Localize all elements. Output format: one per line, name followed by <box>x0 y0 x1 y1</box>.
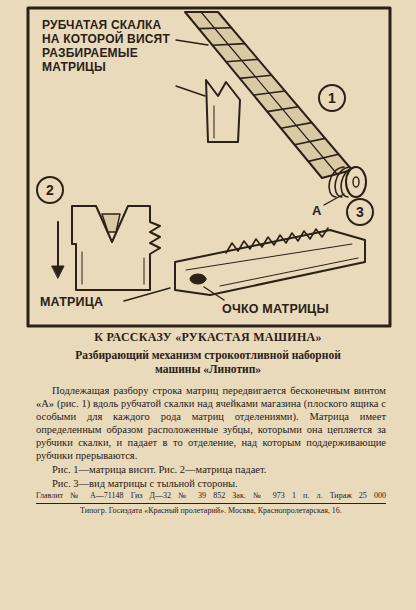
figure-number: 2 <box>36 176 64 204</box>
part-label: А <box>312 204 332 218</box>
figure-number: 1 <box>318 84 346 112</box>
figure-number: 3 <box>346 198 374 226</box>
leader-line <box>176 86 205 96</box>
frame <box>28 8 390 326</box>
ribbed-rail <box>185 12 352 178</box>
figure-caption: Рис. 1—матрица висит. Рис. 2—матрица пад… <box>36 463 386 476</box>
figure-caption: Рис. 3—вид матрицы с тыльной стороны. <box>36 477 386 490</box>
imprint: Главлит № А—71148 Гиз Д—32 № 39 852 Зак.… <box>36 491 386 504</box>
falling-matrix <box>72 206 160 290</box>
leader-line <box>124 288 170 301</box>
body-text: Подлежащая разбору строка матриц передви… <box>36 384 386 462</box>
hanging-matrix <box>206 80 240 142</box>
leader-line <box>204 287 224 300</box>
callout-number: 3 <box>356 205 364 219</box>
leader-line <box>176 40 208 45</box>
part-label: МАТРИЦА <box>40 295 126 309</box>
part-label: РУБЧАТАЯ СКАЛКА НА КОТОРОЙ ВИСЯТ РАЗБИРА… <box>42 18 176 74</box>
fall-arrow <box>52 222 64 278</box>
callout-number: 2 <box>46 183 54 197</box>
subheading: Разбирающий механизм строкоотливной набо… <box>58 348 358 376</box>
imprint: Типогр. Госиздата «Красный пролетарий». … <box>36 506 386 516</box>
matrix-back-view <box>175 228 365 295</box>
leader-line <box>324 194 344 205</box>
heading: К РАССКАЗУ «РУКАСТАЯ МАШИНА» <box>0 330 416 345</box>
callout-number: 1 <box>328 91 336 105</box>
part-label: ОЧКО МАТРИЦЫ <box>222 302 342 316</box>
endless-screw <box>329 167 366 197</box>
